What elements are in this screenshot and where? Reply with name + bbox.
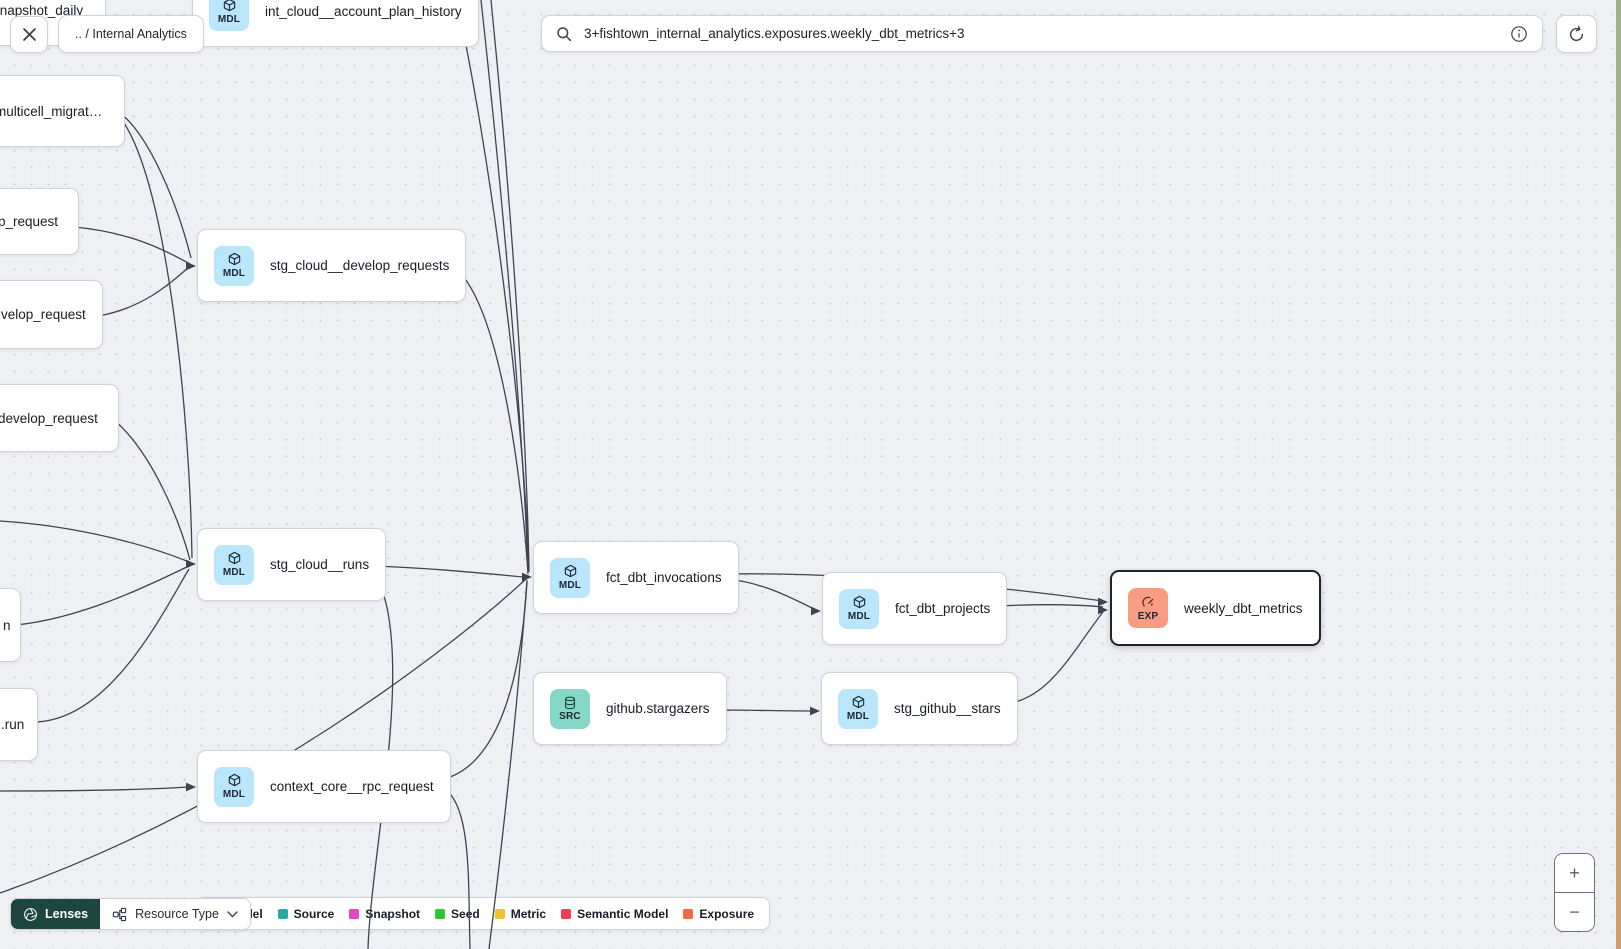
chevron-down-icon	[227, 910, 238, 917]
badge-label: MDL	[222, 789, 246, 800]
zoom-out-button[interactable]: −	[1555, 893, 1594, 931]
cube-icon	[228, 551, 240, 565]
lenses-button[interactable]: Lenses	[11, 899, 101, 929]
cube-icon	[852, 695, 864, 709]
node-stg-cloud-develop-requests[interactable]: MDL stg_cloud__develop_requests	[197, 229, 467, 302]
node-develop-request[interactable]: develop_request	[0, 384, 119, 452]
node-label: github.stargazers	[606, 701, 710, 716]
cube-icon	[564, 564, 576, 578]
lenses-label: Lenses	[45, 907, 89, 921]
breadcrumb[interactable]: .. / Internal Analytics	[58, 15, 204, 53]
node-multicell-migration[interactable]: multicell_migrat…	[0, 75, 125, 147]
legend-item-snapshot: Snapshot	[349, 907, 420, 921]
node-stg-cloud-runs[interactable]: MDL stg_cloud__runs	[197, 528, 387, 601]
refresh-icon	[1569, 25, 1584, 41]
node-label: stg_cloud__runs	[270, 557, 370, 572]
node-label: n	[3, 617, 11, 633]
breadcrumb-label: .. / Internal Analytics	[75, 27, 187, 41]
node-weekly-dbt-metrics[interactable]: EXP weekly_dbt_metrics	[1110, 570, 1321, 646]
badge-label: MDL	[846, 711, 870, 722]
search-icon	[557, 26, 572, 41]
node-label: p_request	[0, 214, 59, 229]
node-label: fct_dbt_invocations	[606, 570, 722, 585]
model-badge: MDL	[214, 544, 254, 585]
search-input[interactable]	[584, 26, 1498, 41]
legend-item-semantic-model: Semantic Model	[561, 907, 668, 921]
source-badge: SRC	[550, 688, 590, 729]
badge-label: MDL	[217, 13, 241, 25]
node-label: stg_cloud__develop_requests	[270, 258, 450, 273]
badge-label: MDL	[558, 580, 582, 591]
search-bar	[541, 15, 1543, 52]
model-badge: MDL	[550, 557, 590, 598]
model-badge: MDL	[214, 766, 254, 807]
exposure-badge: EXP	[1128, 588, 1168, 628]
model-badge: MDL	[209, 0, 249, 31]
badge-label: MDL	[847, 611, 871, 622]
node-velop-request[interactable]: velop_request	[0, 280, 103, 349]
close-button[interactable]	[10, 16, 48, 53]
cube-icon	[853, 595, 865, 609]
lens-aperture-icon	[24, 907, 37, 921]
legend-item-source: Source	[277, 907, 334, 921]
node-label: multicell_migrat…	[0, 103, 103, 119]
badge-label: EXP	[1137, 610, 1159, 622]
node-context-core-rpc-request[interactable]: MDL context_core__rpc_request	[197, 750, 451, 823]
cube-icon	[228, 252, 240, 266]
close-icon	[22, 28, 36, 41]
resource-type-dropdown[interactable]: Resource Type	[100, 899, 250, 929]
node-label: context_core__rpc_request	[270, 779, 434, 794]
metric-swatch	[494, 908, 505, 919]
node-fct-dbt-invocations[interactable]: MDL fct_dbt_invocations	[533, 541, 739, 614]
node-fct-dbt-projects[interactable]: MDL fct_dbt_projects	[822, 572, 1008, 645]
badge-label: MDL	[222, 268, 246, 279]
snapshot-swatch	[349, 908, 360, 919]
source-swatch	[277, 908, 288, 919]
cube-icon	[223, 0, 235, 11]
model-badge: MDL	[214, 245, 254, 286]
resource-type-icon	[112, 907, 127, 921]
semantic-model-swatch	[561, 908, 572, 919]
node-p-request[interactable]: p_request	[0, 188, 79, 255]
model-badge: MDL	[838, 688, 878, 729]
info-icon[interactable]	[1510, 25, 1528, 43]
node-cut-n[interactable]: n	[0, 588, 21, 662]
desktop-background-sliver	[1616, 0, 1621, 949]
node-label: int_cloud__account_plan_history	[265, 3, 462, 19]
exposure-swatch	[683, 908, 694, 919]
node-int-cloud-account-plan-history[interactable]: MDL int_cloud__account_plan_history	[192, 0, 479, 47]
node-label: velop_request	[1, 307, 86, 322]
cube-icon	[228, 773, 240, 787]
gauge-icon	[1141, 596, 1153, 606]
badge-label: MDL	[222, 567, 246, 578]
seed-swatch	[435, 908, 446, 919]
node-label: weekly_dbt_metrics	[1184, 600, 1303, 616]
database-icon	[565, 696, 575, 709]
node-stg-github-stars[interactable]: MDL stg_github__stars	[821, 672, 1018, 745]
zoom-controls: + −	[1554, 853, 1595, 932]
node-label: develop_request	[0, 410, 98, 426]
node-label: stg_github__stars	[894, 701, 1001, 716]
node-label: .run	[1, 717, 25, 732]
legend-item-seed: Seed	[435, 907, 480, 921]
legend-item-metric: Metric	[494, 907, 546, 921]
legend-item-exposure: Exposure	[683, 907, 754, 921]
node-cut-run[interactable]: .run	[0, 688, 38, 761]
node-label: fct_dbt_projects	[895, 601, 991, 616]
resource-type-legend: Model Source Snapshot Seed Metric Semant…	[196, 897, 771, 930]
zoom-in-button[interactable]: +	[1555, 854, 1594, 893]
node-label: snapshot_daily	[0, 2, 84, 18]
refresh-button[interactable]	[1556, 15, 1597, 53]
model-badge: MDL	[839, 588, 879, 629]
resource-type-label: Resource Type	[135, 907, 219, 921]
badge-label: SRC	[559, 710, 581, 722]
lenses-control: Lenses Resource Type	[10, 898, 251, 930]
node-github-stargazers[interactable]: SRC github.stargazers	[533, 672, 727, 745]
